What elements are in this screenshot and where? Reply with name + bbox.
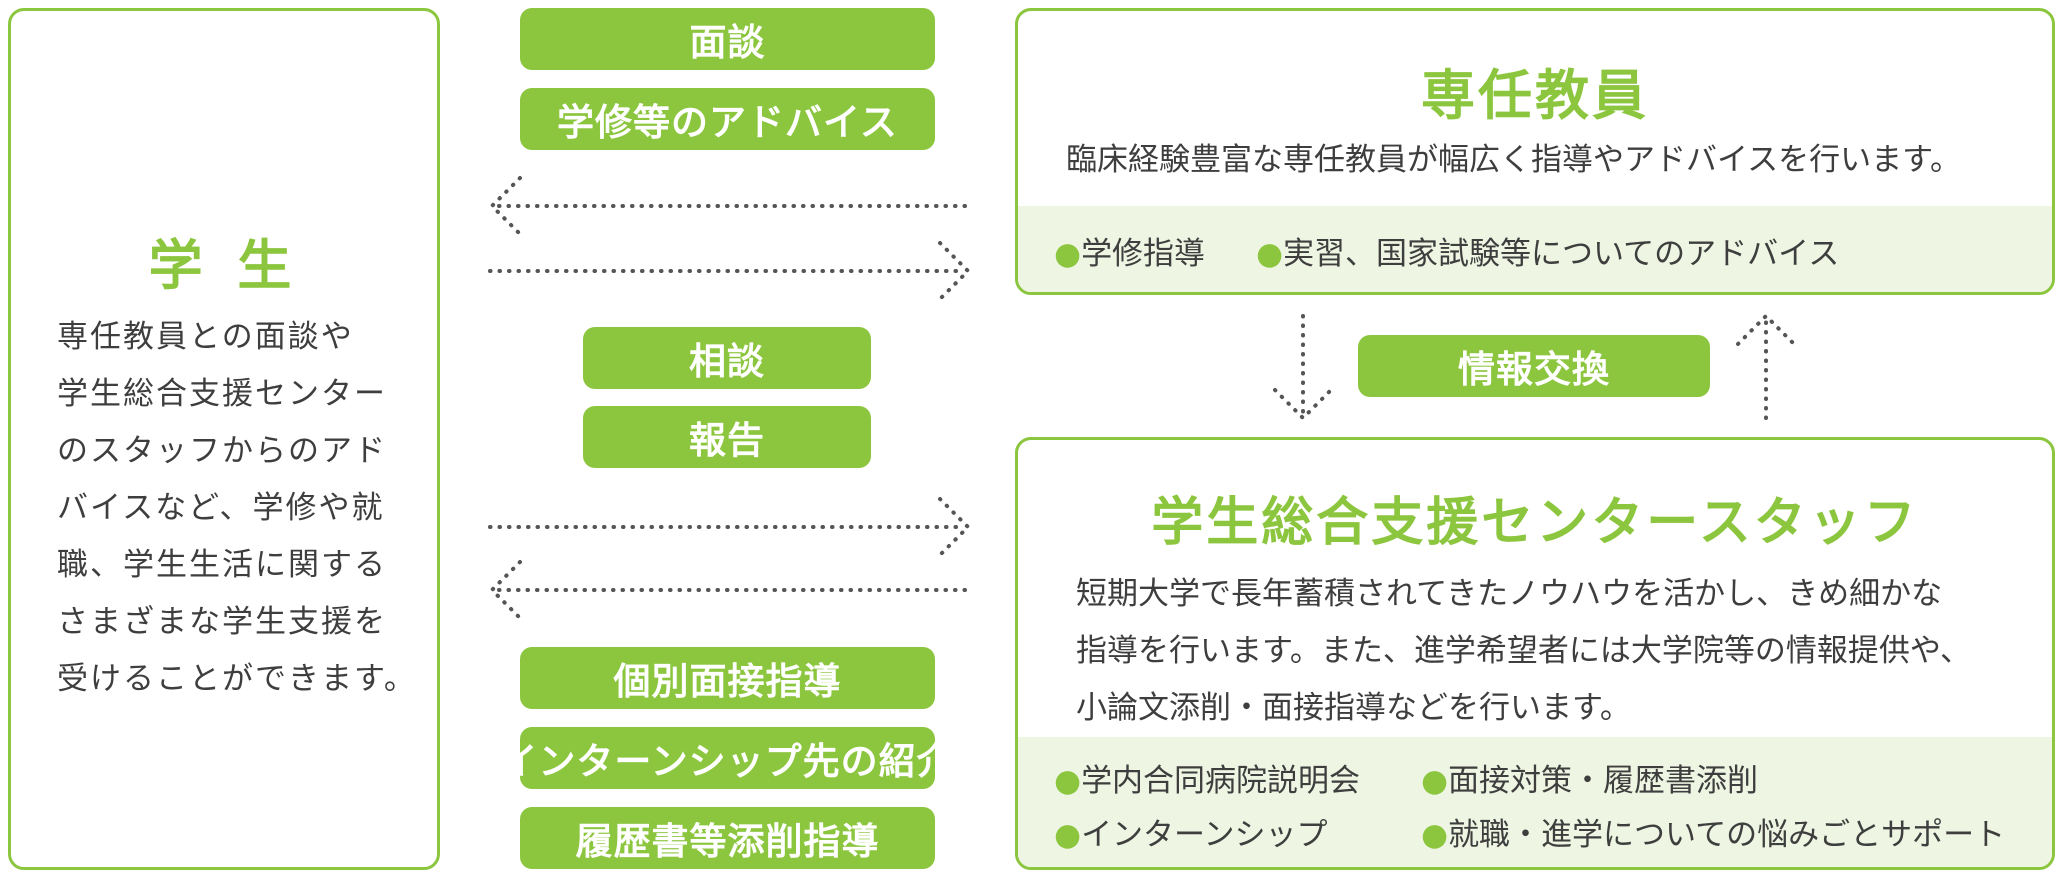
label-interview: 面談 xyxy=(520,8,935,70)
bullet-icon: ● xyxy=(1421,817,1449,853)
feature-label: インターンシップ xyxy=(1081,817,1328,853)
arrow-center-to-faculty-head xyxy=(1736,313,1796,346)
center-description-line: 小論文添削・面接指導などを行います。 xyxy=(1076,690,1631,726)
label-info-exchange: 情報交換 xyxy=(1358,335,1710,397)
student-line: 受けることができます。 xyxy=(57,661,417,697)
faculty-feature-item: ●学修指導 xyxy=(1054,228,1205,273)
feature-label: 学修指導 xyxy=(1081,236,1206,272)
bullet-icon: ● xyxy=(1054,817,1082,853)
center-description-line: 短期大学で長年蓄積されてきたノウハウを活かし、きめ細かな xyxy=(1076,576,1943,612)
student-description: 専任教員との面談や 学生総合支援センター のスタッフからのアド バイスなど、学修… xyxy=(57,309,417,708)
feature-label: 実習、国家試験等についてのアドバイス xyxy=(1283,236,1840,272)
bullet-icon: ● xyxy=(1421,763,1449,799)
arrow-faculty-to-center-head xyxy=(1273,388,1333,421)
student-line: 専任教員との面談や xyxy=(57,319,354,355)
faculty-panel: 専任教員 臨床経験豊富な専任教員が幅広く指導やアドバイスを行います。 ●学修指導… xyxy=(1015,8,2055,295)
faculty-feature-item: ●実習、国家試験等についてのアドバイス xyxy=(1256,228,1839,273)
bullet-icon: ● xyxy=(1054,236,1082,272)
arrow-center-to-student-head xyxy=(489,560,522,620)
center-title: 学生総合支援センタースタッフ xyxy=(1151,493,1919,553)
bullet-icon: ● xyxy=(1256,236,1284,272)
feature-label: 面接対策・履歴書添削 xyxy=(1448,763,1759,799)
center-feature-item: ●就職・進学についての悩みごとサポート xyxy=(1421,809,2005,854)
faculty-title: 専任教員 xyxy=(1421,64,1649,127)
student-panel: 学 生 専任教員との面談や 学生総合支援センター のスタッフからのアド バイスな… xyxy=(8,8,440,870)
feature-label: 就職・進学についての悩みごとサポート xyxy=(1448,817,2006,853)
student-line: 学生総合支援センター xyxy=(57,376,387,412)
center-panel: 学生総合支援センタースタッフ 短期大学で長年蓄積されてきたノウハウを活かし、きめ… xyxy=(1015,437,2055,870)
label-resume-correction: 履歴書等添削指導 xyxy=(520,807,935,869)
student-line: バイスなど、学修や就 xyxy=(57,490,385,526)
center-description-line: 指導を行います。また、進学希望者には大学院等の情報提供や、 xyxy=(1076,633,1971,669)
center-description: 短期大学で長年蓄積されてきたノウハウを活かし、きめ細かな 指導を行います。また、… xyxy=(1076,566,1971,737)
center-feature-item: ●学内合同病院説明会 xyxy=(1054,755,1360,800)
label-internship-intro: インターンシップ先の紹介 xyxy=(500,727,954,789)
arrow-student-to-center-head xyxy=(938,497,971,557)
arrow-faculty-to-student-head xyxy=(489,176,522,236)
faculty-features: ●学修指導 ●実習、国家試験等についてのアドバイス xyxy=(1018,206,2052,292)
center-feature-item: ●インターンシップ xyxy=(1054,809,1328,854)
student-line: のスタッフからのアド xyxy=(57,433,387,469)
center-feature-item: ●面接対策・履歴書添削 xyxy=(1421,755,1758,800)
feature-label: 学内合同病院説明会 xyxy=(1081,763,1361,799)
label-consultation: 相談 xyxy=(583,327,871,389)
label-report: 報告 xyxy=(583,406,871,468)
center-features: ●学内合同病院説明会 ●面接対策・履歴書添削 ●インターンシップ ●就職・進学に… xyxy=(1018,737,2052,867)
student-line: 職、学生生活に関する xyxy=(57,547,387,583)
label-study-advice: 学修等のアドバイス xyxy=(520,88,935,150)
student-line: さまざまな学生支援を xyxy=(57,604,387,640)
arrow-student-to-faculty-head xyxy=(938,241,971,301)
student-title: 学 生 xyxy=(148,234,300,297)
label-individual-interview: 個別面接指導 xyxy=(520,647,935,709)
bullet-icon: ● xyxy=(1054,763,1082,799)
faculty-description: 臨床経験豊富な専任教員が幅広く指導やアドバイスを行います。 xyxy=(1066,142,1961,178)
